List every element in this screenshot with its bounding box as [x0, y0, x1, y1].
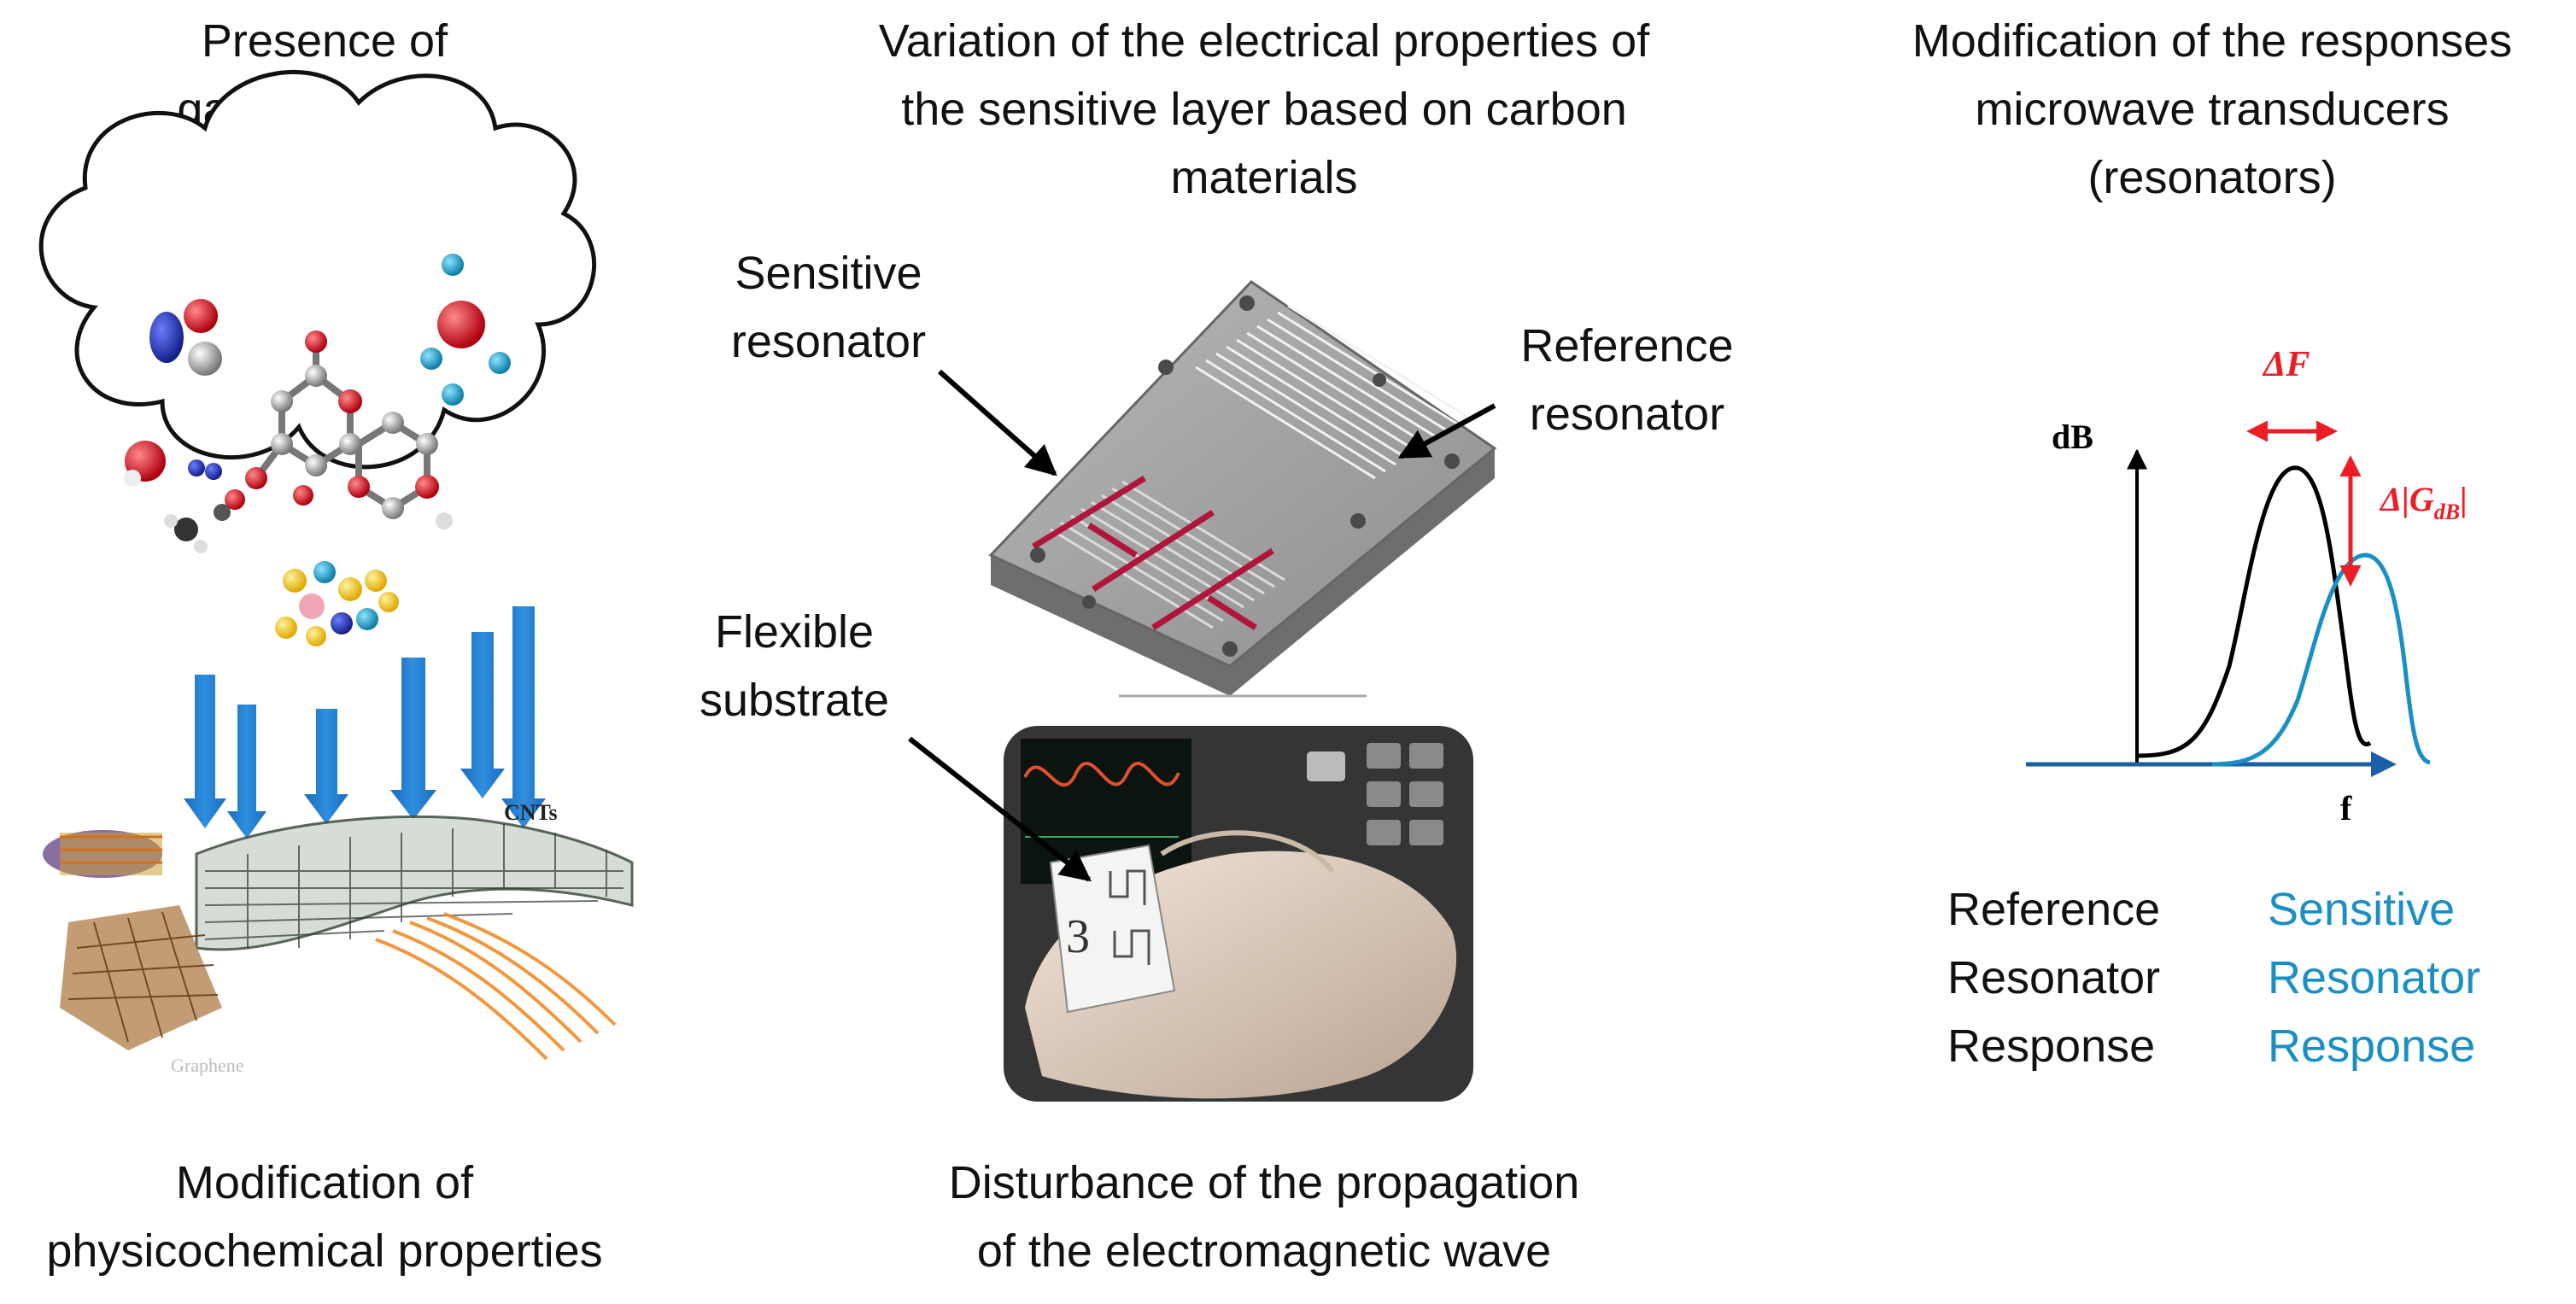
y-axis-label: dB [2052, 418, 2093, 456]
reference-arrow [1397, 403, 1496, 459]
legend-line: Sensitive [2268, 884, 2456, 935]
caption-line: physicochemical properties [46, 1225, 603, 1277]
carbon-nanomaterials: CNTs Graphene [43, 800, 634, 1076]
label-line: substrate [699, 675, 890, 726]
x-axis-label: f [2340, 789, 2352, 827]
gas-flow-arrows [184, 606, 546, 839]
annotation-arrows [908, 369, 1496, 882]
caption-line: (resonators) [2087, 152, 2337, 203]
left-bottom-caption: Modification of physicochemical properti… [0, 1149, 649, 1285]
cnt-label: CNTs [504, 800, 558, 825]
middle-bottom-caption: Disturbance of the propagation of the el… [854, 1149, 1674, 1285]
label-line: Flexible [714, 606, 875, 658]
flexible-substrate-photo: 3 [1004, 726, 1473, 1102]
caption-line: Modification of the responses [1912, 15, 2513, 67]
middle-top-caption: Variation of the electrical properties o… [752, 7, 1777, 212]
legend-line: Resonator [1947, 952, 2161, 1003]
label-line: resonator [1529, 389, 1725, 440]
resonator-device [988, 280, 1497, 696]
reference-curve [2136, 465, 2372, 758]
reference-legend: Reference Resonator Response [1947, 875, 2160, 1080]
sensitive-resonator-label: Sensitive resonator [700, 239, 957, 376]
caption-line: Disturbance of the propagation [948, 1157, 1580, 1208]
sensitive-legend: Sensitive Resonator Response [2268, 875, 2480, 1080]
label-line: resonator [730, 316, 927, 367]
legend-line: Response [1947, 1020, 2156, 1072]
reference-resonator-label: Reference resonator [1499, 312, 1755, 448]
caption-line: materials [1170, 152, 1358, 203]
caption-line: microwave transducers [1975, 84, 2450, 135]
flexible-substrate-label: Flexible substrate [666, 598, 922, 734]
substrate-arrow [908, 736, 1092, 882]
gas-cloud [38, 69, 596, 470]
label-line: Sensitive [735, 248, 922, 299]
legend-line: Reference [1947, 884, 2161, 935]
device-digit: 3 [1066, 910, 1090, 963]
right-top-caption: Modification of the responses microwave … [1853, 7, 2571, 212]
legend-line: Response [2268, 1020, 2476, 1072]
sensitive-arrow [938, 369, 1057, 477]
caption-line: Modification of [175, 1157, 474, 1208]
caption-line: Variation of the electrical properties o… [878, 15, 1650, 67]
sensitive-curve [2211, 553, 2431, 767]
caption-line: of the electromagnetic wave [976, 1225, 1552, 1277]
graphene-label: Graphene [171, 1055, 244, 1076]
delta-g-label: Δ|GdB| [2379, 480, 2468, 524]
gas-molecules [124, 254, 511, 646]
label-line: Reference [1520, 320, 1734, 371]
response-graph: dB f ΔF Δ|GdB| [2026, 345, 2468, 827]
legend-line: Resonator [2268, 952, 2481, 1003]
caption-line: Presence of [201, 15, 448, 67]
caption-line: the sensitive layer based on carbon [901, 84, 1627, 135]
delta-f-label: ΔF [2262, 345, 2310, 384]
